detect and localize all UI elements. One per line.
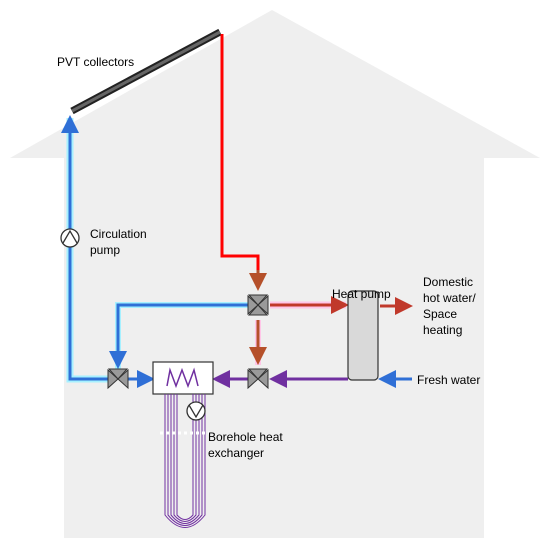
label-dhw-line2: hot water/: [423, 291, 476, 305]
three-way-valve-left-icon: [107, 368, 129, 390]
label-heat-pump: Heat pump: [332, 287, 391, 301]
borehole-loops: [164, 394, 206, 528]
label-borehole-line1: Borehole heat: [208, 430, 283, 444]
label-dhw-line1: Domestic: [423, 275, 473, 289]
heat-exchanger-box: [152, 361, 214, 395]
four-way-valve-icon: [247, 294, 269, 316]
circulation-pump-icon: [60, 228, 80, 248]
house-silhouette: [10, 10, 540, 538]
label-dhw-line4: heating: [423, 323, 462, 337]
hot-supply-line: [220, 34, 260, 282]
label-pvt-collectors: PVT collectors: [57, 55, 134, 69]
heat-pump-tank: [347, 290, 379, 381]
label-circulation-pump-line1: Circulation: [90, 227, 147, 241]
collector-return-line: [61, 115, 108, 381]
three-way-valve-right-icon: [247, 368, 269, 390]
pvt-collector-panel: [70, 28, 222, 115]
borehole-pump-icon: [186, 401, 206, 421]
label-circulation-pump-line2: pump: [90, 243, 120, 257]
label-dhw-line3: Space: [423, 307, 457, 321]
label-fresh-water: Fresh water: [417, 373, 480, 387]
bypass-line: [109, 303, 248, 369]
label-borehole-line2: exchanger: [208, 446, 264, 460]
